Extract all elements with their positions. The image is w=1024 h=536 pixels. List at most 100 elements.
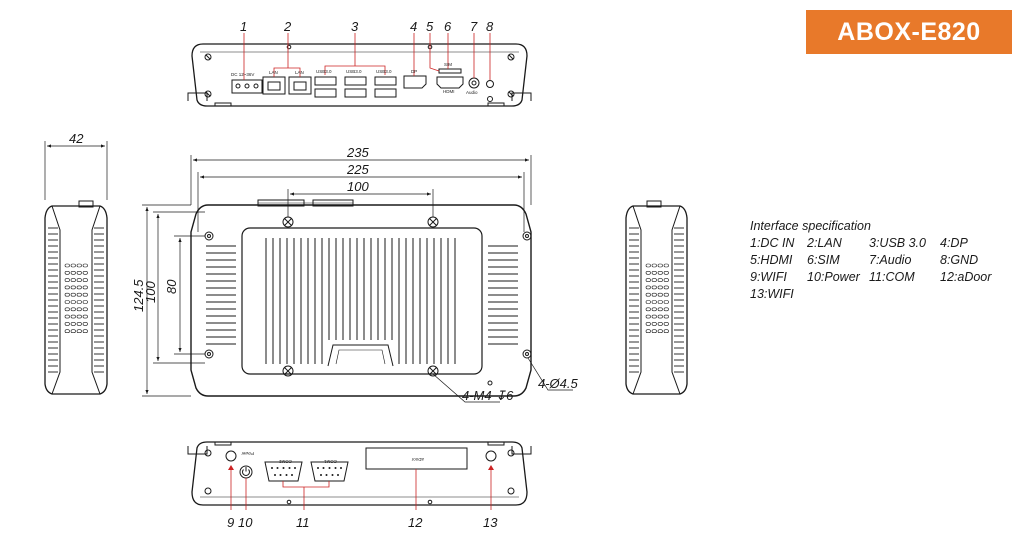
label-com2: COM2 [279, 459, 292, 464]
sim-slot [438, 68, 462, 74]
spec-item: 1:DC IN [750, 236, 795, 250]
vent-slot [657, 329, 663, 334]
usb-port-1b [314, 88, 337, 98]
callout-2: 2 [283, 19, 292, 34]
vent-slot [64, 270, 70, 275]
label-lan-1: LAN [269, 70, 278, 75]
label-usb-1: USB3.0 [316, 69, 332, 74]
vent-slot [651, 278, 657, 282]
vent-slot [657, 314, 663, 319]
vent-slot [70, 314, 76, 319]
vent-slot [76, 292, 82, 297]
vent-slot [82, 307, 88, 312]
label-sim: SIM [444, 62, 452, 67]
vent-slot [663, 263, 669, 268]
callout-11: 11 [296, 515, 310, 530]
vent-slot [82, 292, 88, 297]
rear-port-labels: Power COM2 COM1 aDoor [241, 451, 424, 464]
vent-slot [82, 329, 88, 334]
dim-mount-height: 100 [143, 281, 158, 303]
label-adoor: aDoor [411, 457, 424, 462]
label-audio: Audio [466, 90, 478, 95]
label-com1: COM1 [324, 459, 337, 464]
vent-slot [645, 314, 651, 319]
callout-13: 13 [483, 515, 498, 530]
vent-slot [64, 300, 70, 304]
front-panel-view [187, 43, 532, 107]
vent-slot [82, 263, 88, 268]
spec-item: 9:WIFI [750, 270, 787, 284]
spec-item: 7:Audio [869, 253, 912, 267]
interface-spec: Interface specification 1:DC IN 2:LAN 3:… [750, 219, 1020, 301]
callout-1: 1 [240, 19, 247, 34]
dim-hole-spacing-y: 80 [164, 279, 179, 294]
vent-slot [82, 270, 88, 275]
dim-hole-callout: 4-Ø4.5 [538, 376, 579, 391]
vent-slot [64, 307, 70, 312]
spec-item: 3:USB 3.0 [869, 236, 926, 250]
spec-item: 2:LAN [807, 236, 842, 250]
vent-slot [663, 285, 669, 290]
vent-slot [651, 329, 657, 334]
com-port-2 [264, 461, 303, 482]
callout-7: 7 [470, 19, 478, 34]
vent-slot [651, 270, 657, 275]
vent-slot [76, 300, 82, 304]
main-top-view [190, 199, 532, 397]
audio-jack [468, 77, 480, 89]
vent-slot [651, 285, 657, 290]
right-side-vents [645, 263, 669, 334]
main-left-fins [206, 245, 236, 345]
vent-slot [70, 329, 76, 334]
com-port-1 [310, 461, 349, 482]
spec-item: 10:Power [807, 270, 860, 284]
right-side-fins [629, 227, 684, 373]
usb-port-3b [374, 88, 397, 98]
vent-slot [651, 322, 657, 326]
vent-slot [663, 270, 669, 275]
vent-slot [64, 285, 70, 290]
vent-slot [657, 300, 663, 304]
main-right-fins [488, 245, 518, 345]
com-pins [271, 467, 342, 476]
vent-slot [70, 278, 76, 282]
gnd-terminal [486, 80, 494, 88]
label-usb-2: USB3.0 [346, 69, 362, 74]
dim-mount-width: 225 [346, 162, 369, 177]
vent-slot [70, 263, 76, 268]
vent-slot [64, 278, 70, 282]
vent-slot [76, 263, 82, 268]
depth-dimension [44, 141, 108, 200]
main-plate-fins [265, 238, 456, 364]
usb-port-3a [374, 76, 397, 86]
usb-port-2b [344, 88, 367, 98]
callout-3: 3 [351, 19, 359, 34]
front-port-labels: DC 12~36V LAN LAN USB3.0 USB3.0 USB3.0 D… [231, 62, 478, 95]
vent-slot [657, 285, 663, 290]
vent-slot [76, 314, 82, 319]
vent-slot [657, 322, 663, 326]
spec-item: 12:aDoor [940, 270, 992, 284]
vent-slot [76, 278, 82, 282]
spec-item: 6:SIM [807, 253, 840, 267]
vent-slot [70, 307, 76, 312]
spec-item: 4:DP [940, 236, 968, 250]
vent-slot [645, 292, 651, 297]
vent-slot [645, 300, 651, 304]
vent-slot [70, 300, 76, 304]
label-dp: DP [411, 69, 417, 74]
dc-in-connector [231, 79, 263, 94]
dim-depth: 42 [69, 131, 84, 146]
vent-slot [645, 329, 651, 334]
label-dc: DC 12~36V [231, 72, 254, 77]
rear-panel-view [187, 441, 532, 506]
vent-slot [70, 285, 76, 290]
usb-port-1a [314, 76, 337, 86]
vertical-dimensions [142, 204, 205, 397]
lan-port-1 [262, 76, 286, 95]
dim-overall-width: 235 [346, 145, 369, 160]
vent-slot [663, 322, 669, 326]
label-usb-3: USB3.0 [376, 69, 392, 74]
vent-slot [82, 322, 88, 326]
